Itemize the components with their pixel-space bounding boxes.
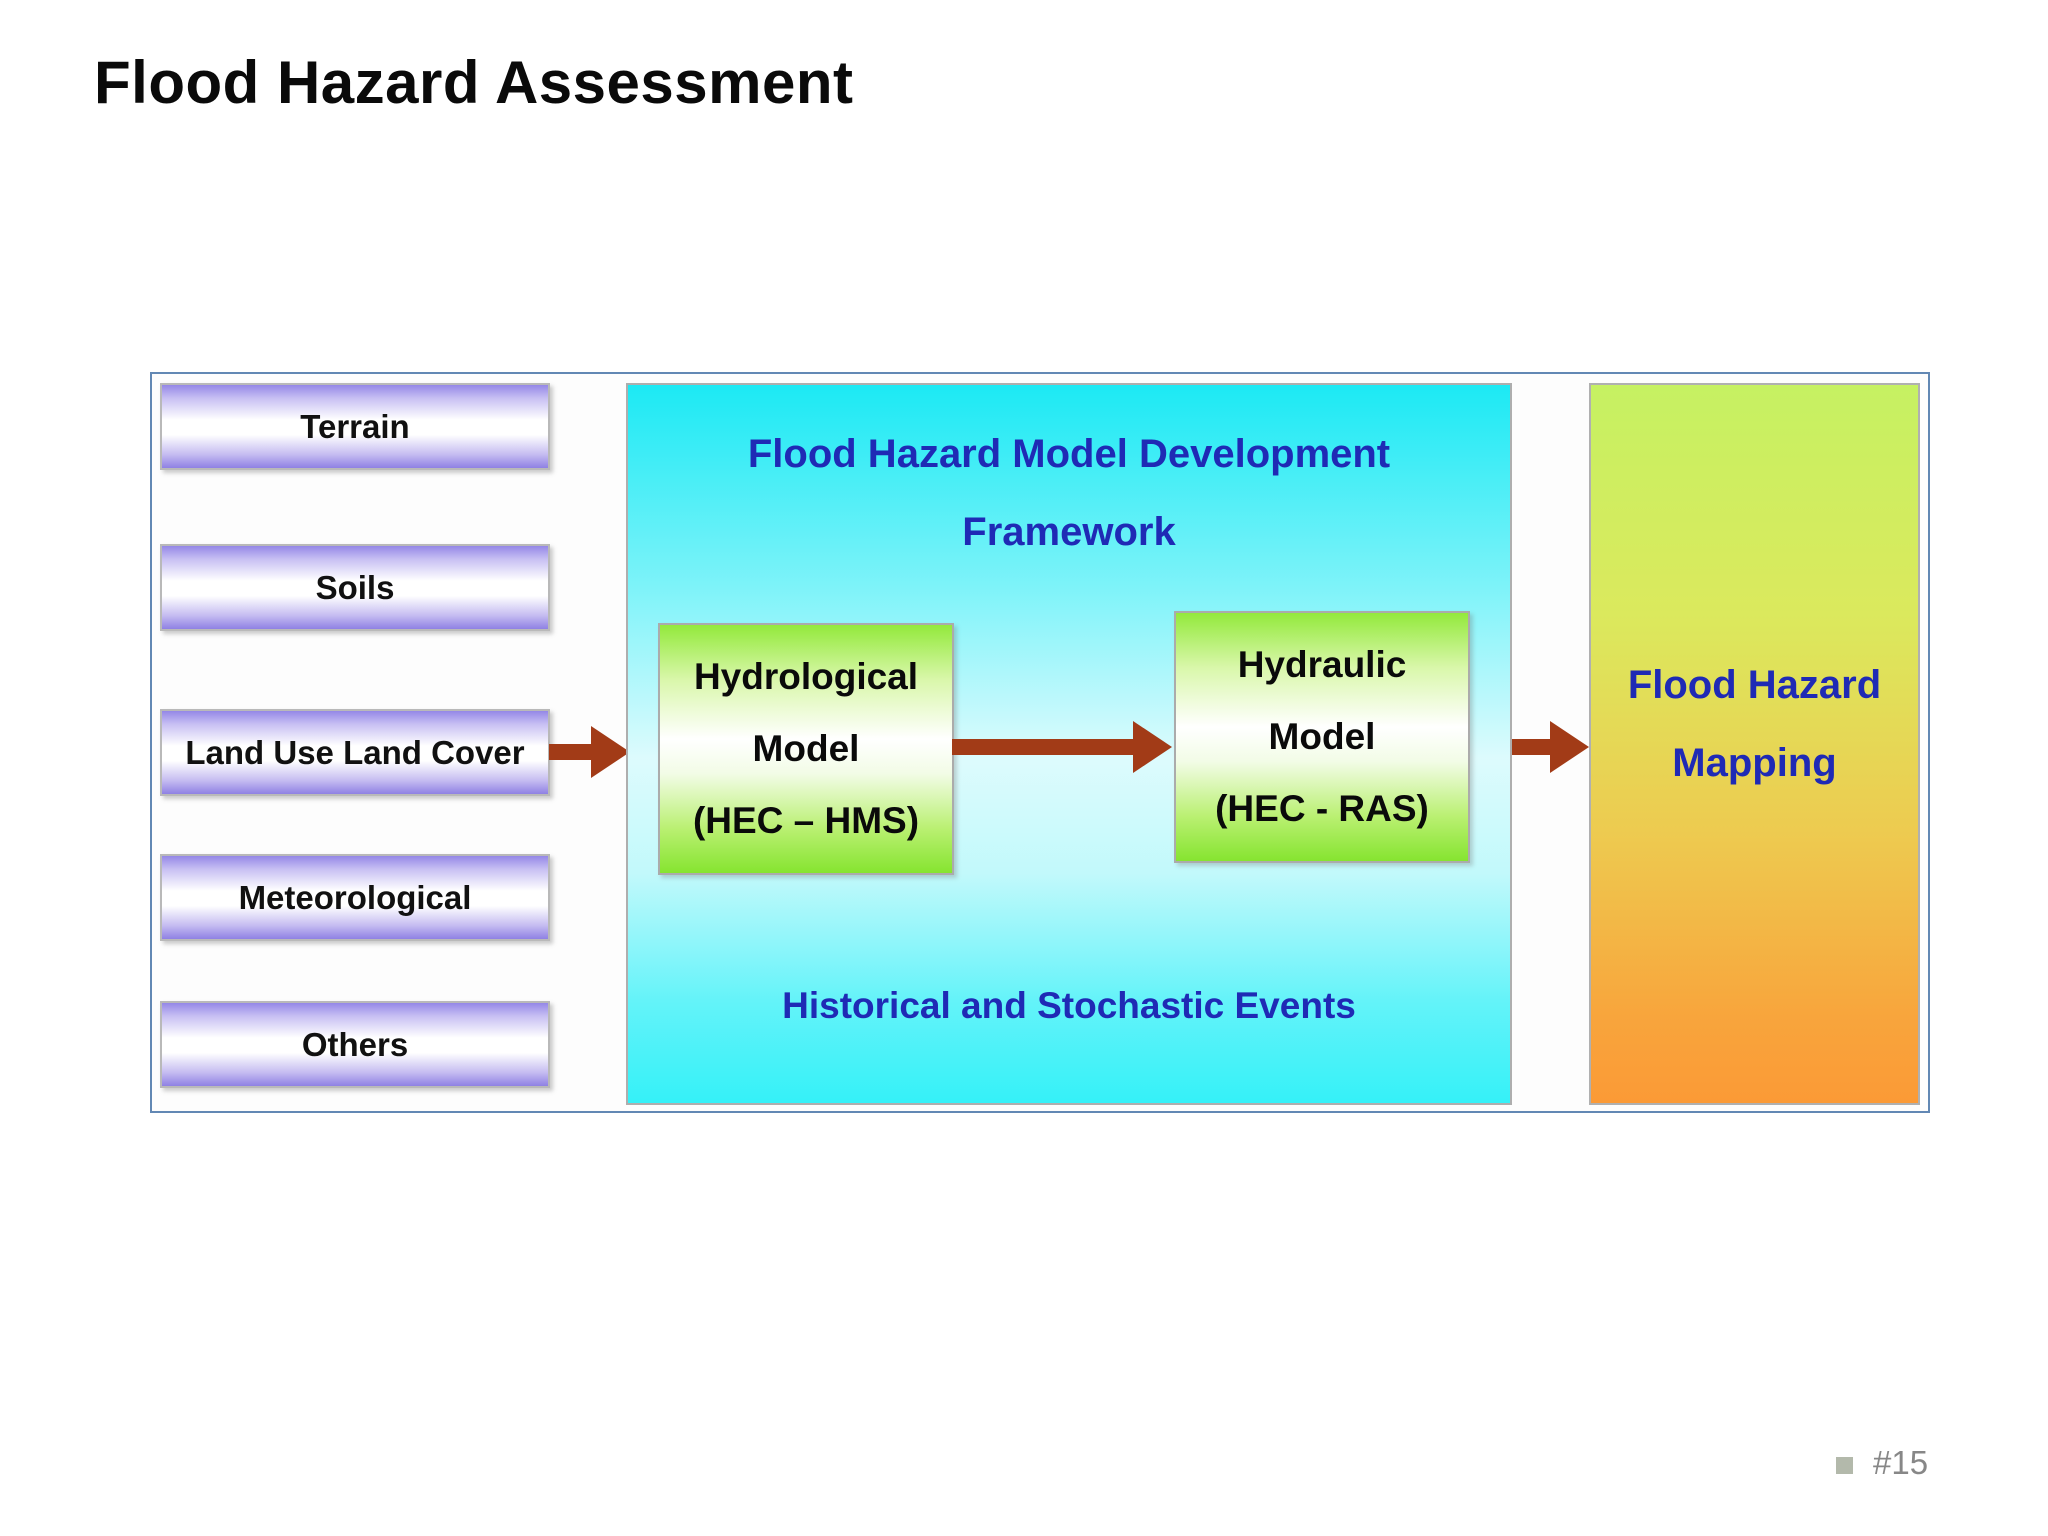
arrow-head [1550, 721, 1589, 773]
framework-heading-line1: Flood Hazard Model Development [747, 432, 1391, 476]
input-box-soils: Soils [160, 544, 550, 631]
hydraulic-model-line1: Hydraulic [1237, 644, 1407, 685]
output-label-line2: Mapping [1672, 741, 1837, 785]
input-label-soils: Soils [315, 568, 395, 606]
hydrological-model-line2: Model [752, 728, 860, 769]
input-label-meteorological: Meteorological [238, 878, 472, 916]
input-label-land-use-land-cover: Land Use Land Cover [185, 733, 525, 771]
input-box-terrain: Terrain [160, 383, 550, 470]
page-title: Flood Hazard Assessment [94, 49, 854, 116]
arrow-shaft [952, 739, 1133, 755]
framework-heading-line2: Framework [962, 510, 1176, 554]
arrow-head [1133, 721, 1172, 773]
arrow-shaft [549, 744, 591, 760]
arrow-hydrological-to-hydraulic-icon [952, 721, 1172, 773]
arrow-head [591, 726, 630, 778]
hydrological-model-box: Hydrological Model (HEC – HMS) [658, 623, 954, 875]
square-bullet-icon [1836, 1456, 1853, 1474]
hydrological-model-line1: Hydrological [693, 656, 919, 697]
input-box-meteorological: Meteorological [160, 854, 550, 941]
input-box-others: Others [160, 1001, 550, 1088]
hydrological-model-line3: (HEC – HMS) [692, 800, 920, 841]
output-label-line1: Flood Hazard [1627, 663, 1882, 707]
hydraulic-model-line3: (HEC - RAS) [1215, 788, 1429, 829]
page-number: #15 [1873, 1444, 1929, 1481]
events-label: Historical and Stochastic Events [782, 985, 1356, 1026]
hydraulic-model-line2: Model [1268, 716, 1376, 757]
input-label-others: Others [301, 1025, 409, 1063]
arrow-framework-to-mapping-icon [1512, 721, 1589, 773]
page-footer: #15 [1836, 1444, 1928, 1482]
arrow-shaft [1512, 739, 1550, 755]
input-box-land-use-land-cover: Land Use Land Cover [160, 709, 550, 796]
hydraulic-model-box: Hydraulic Model (HEC - RAS) [1174, 611, 1470, 863]
input-label-terrain: Terrain [300, 407, 410, 445]
arrow-inputs-to-framework-icon [549, 726, 630, 778]
framework-panel: Flood Hazard Model Development Framework… [626, 383, 1512, 1105]
framework-heading: Flood Hazard Model Development Framework [628, 415, 1510, 571]
flood-hazard-diagram: Terrain Soils Land Use Land Cover Meteor… [150, 372, 1930, 1113]
flood-hazard-mapping-box: Flood Hazard Mapping [1589, 383, 1920, 1105]
